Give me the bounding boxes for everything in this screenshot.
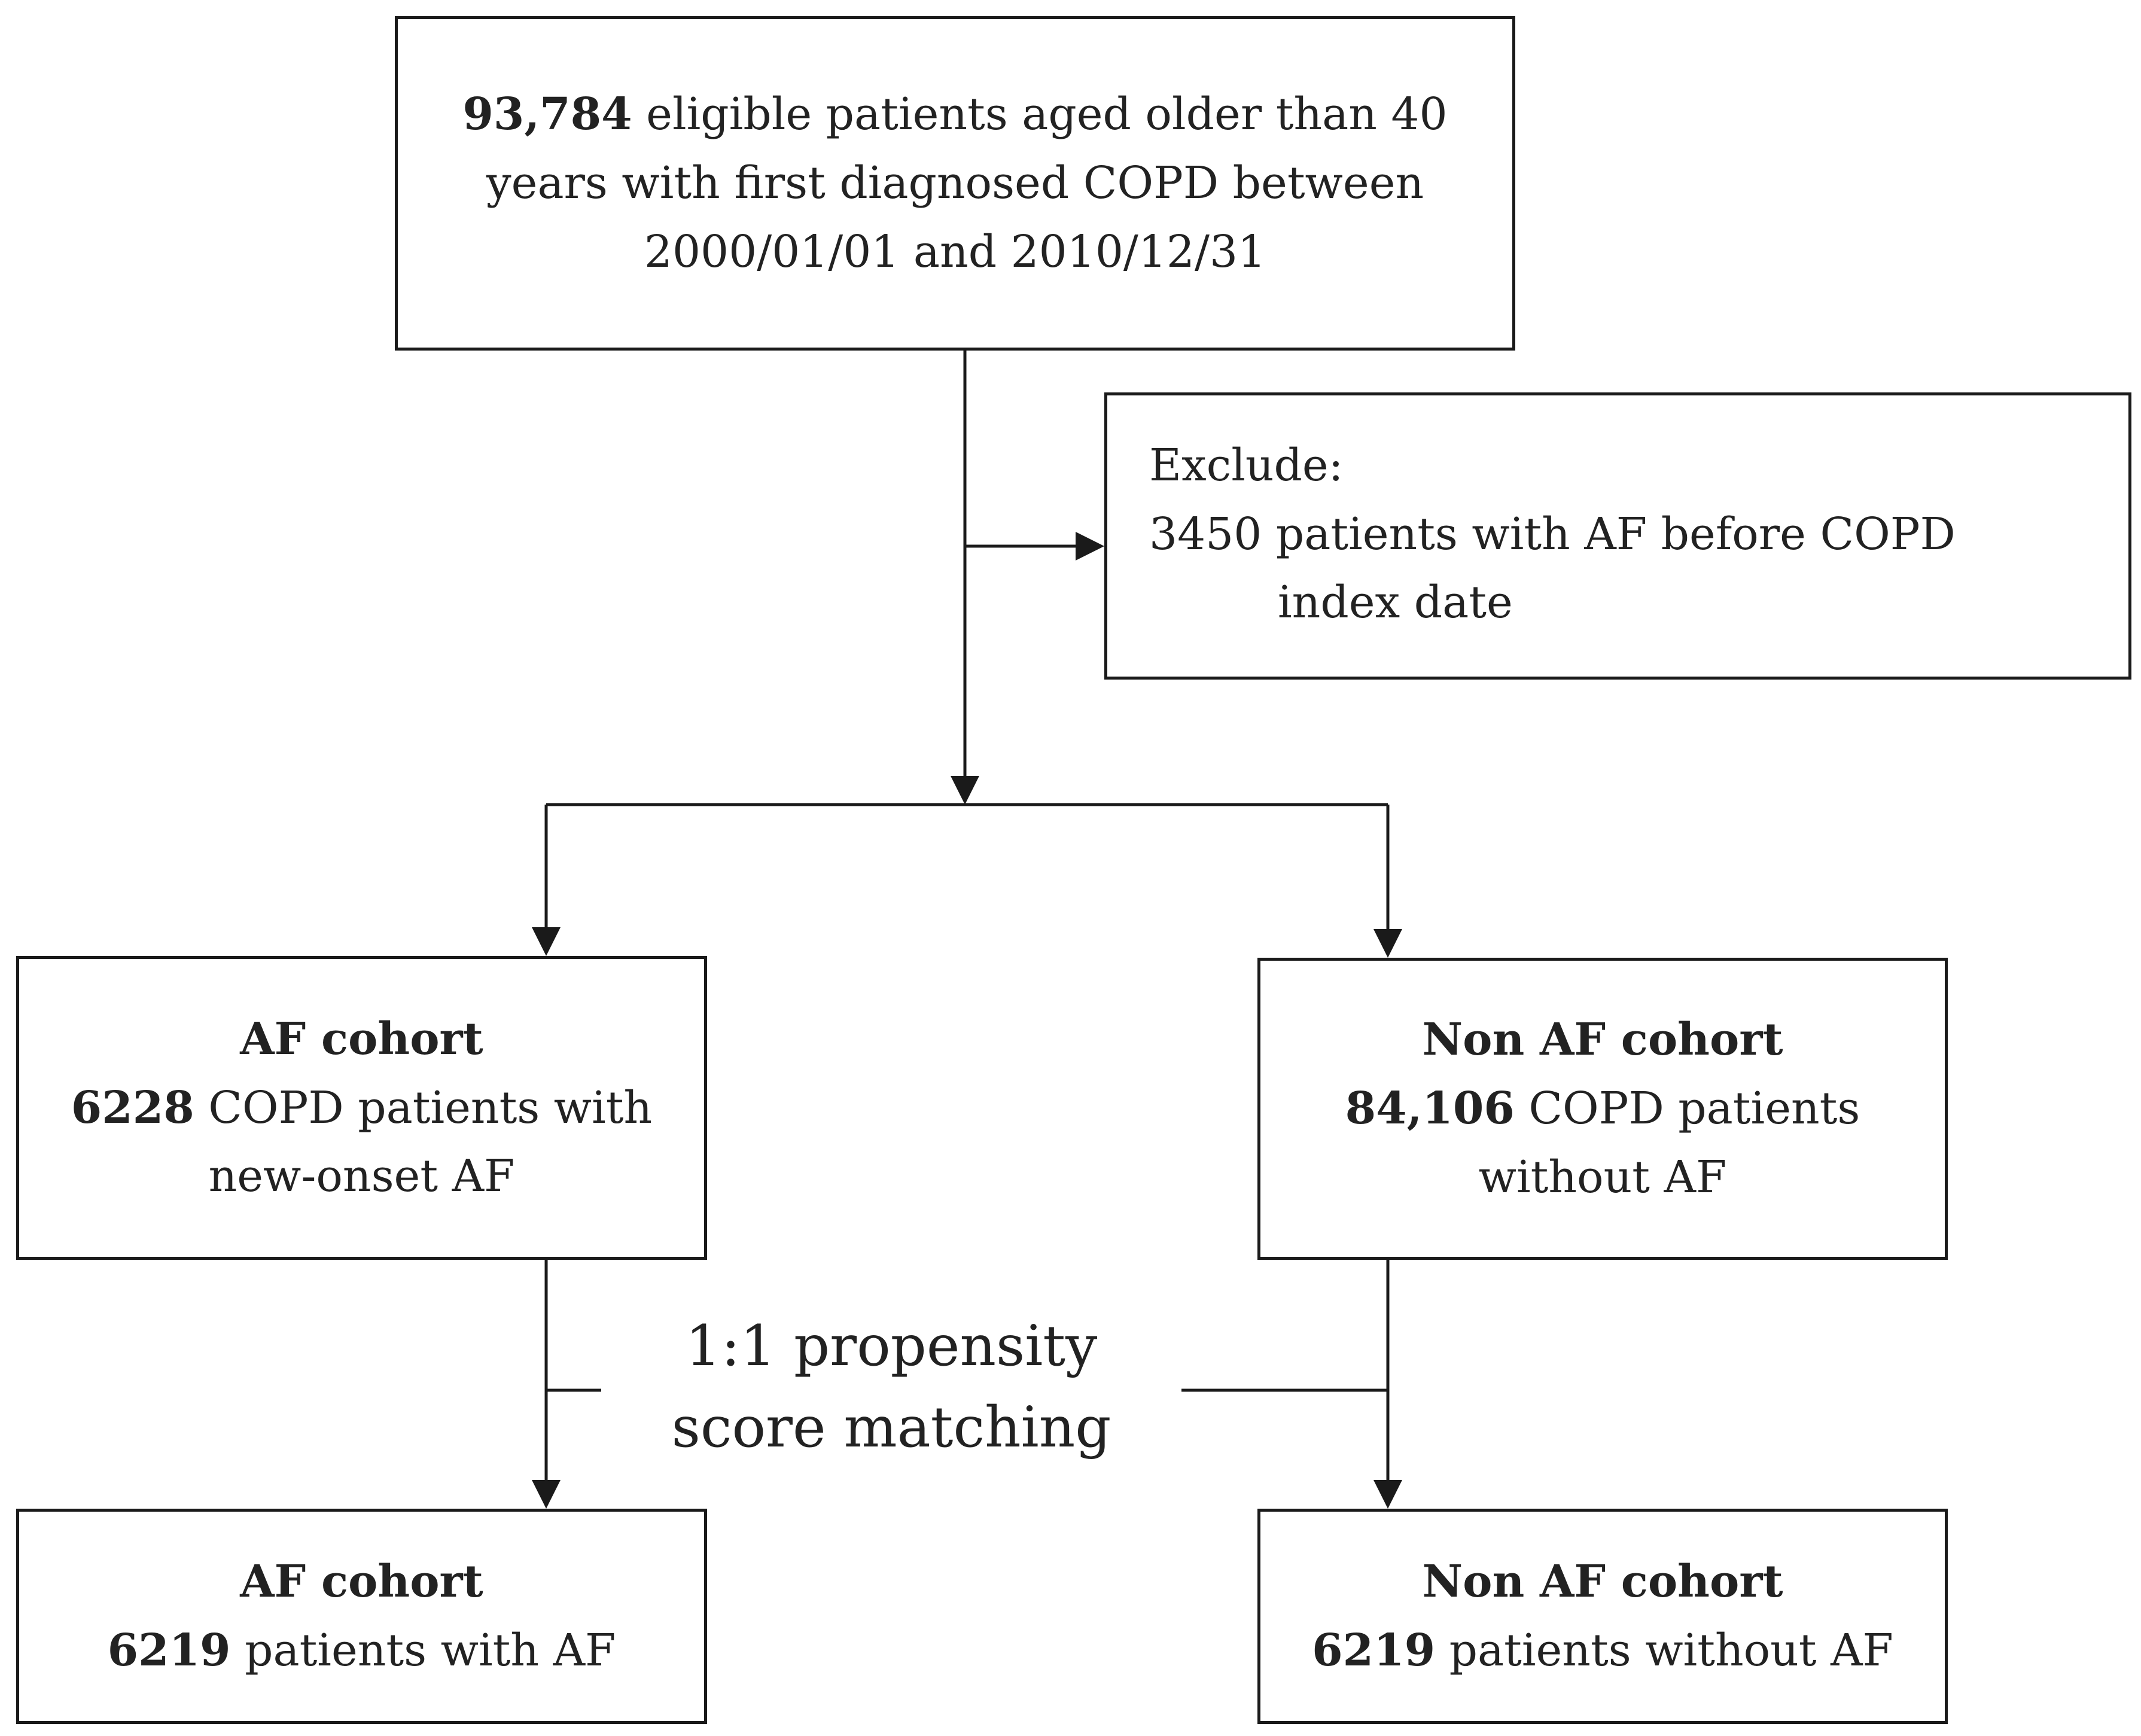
eligible-patients-count: 93,784 <box>462 89 632 141</box>
non-af-cohort-line-1-text: COPD patients <box>1514 1083 1860 1135</box>
af-cohort-line-1: 6228 COPD patients with <box>71 1074 652 1143</box>
af-matched-count: 6219 <box>107 1625 231 1676</box>
matching-label-line-1: 1:1 propensity <box>685 1314 1098 1379</box>
exclusion-heading: Exclude: <box>1149 440 1344 491</box>
eligible-patients-line-2: years with first diagnosed COPD between <box>486 157 1424 209</box>
af-cohort-line-2: new-onset AF <box>208 1150 515 1202</box>
eligible-patients-line-3: 2000/01/01 and 2010/12/31 <box>644 226 1266 278</box>
eligible-patients-line-1: 93,784 eligible patients aged older than… <box>462 80 1447 149</box>
non-af-cohort-line-1: 84,106 COPD patients <box>1345 1074 1860 1143</box>
af-cohort-count: 6228 <box>71 1082 194 1134</box>
right-match-arrowhead <box>1373 1480 1402 1509</box>
non-af-matched-line-1: 6219 patients without AF <box>1312 1616 1893 1685</box>
exclusion-line-1: 3450 patients with AF before COPD <box>1149 508 1956 560</box>
eligible-patients-box: 93,784 eligible patients aged older than… <box>395 16 1515 351</box>
matching-label-line-2: score matching <box>671 1395 1111 1461</box>
exclude-arrowhead <box>1076 532 1104 561</box>
af-cohort-title: AF cohort <box>240 1013 483 1065</box>
trunk-arrowhead <box>951 776 979 805</box>
matching-label: 1:1 propensity score matching <box>601 1306 1181 1469</box>
af-matched-line-1: 6219 patients with AF <box>108 1616 616 1685</box>
af-matched-box: AF cohort 6219 patients with AF <box>16 1509 707 1724</box>
non-af-matched-title: Non AF cohort <box>1422 1556 1783 1608</box>
non-af-cohort-count: 84,106 <box>1345 1083 1515 1135</box>
left-drop-arrowhead <box>532 927 561 956</box>
eligible-patients-line-1-text: eligible patients aged older than 40 <box>632 89 1448 141</box>
right-drop-arrowhead <box>1373 929 1402 958</box>
af-matched-title: AF cohort <box>240 1556 483 1608</box>
non-af-cohort-line-2: without AF <box>1478 1151 1727 1203</box>
non-af-matched-box: Non AF cohort 6219 patients without AF <box>1257 1509 1948 1724</box>
af-cohort-box: AF cohort 6228 COPD patients with new-on… <box>16 956 707 1260</box>
af-cohort-line-1-text: COPD patients with <box>194 1082 653 1134</box>
left-match-arrowhead <box>532 1480 561 1509</box>
non-af-matched-count: 6219 <box>1312 1625 1436 1676</box>
exclusion-box: Exclude: 3450 patients with AF before CO… <box>1104 392 2131 680</box>
non-af-cohort-box: Non AF cohort 84,106 COPD patients witho… <box>1257 958 1948 1260</box>
non-af-matched-line-1-text: patients without AF <box>1435 1625 1893 1676</box>
exclusion-line-2: index date <box>1278 577 1513 629</box>
af-matched-line-1-text: patients with AF <box>230 1625 616 1676</box>
non-af-cohort-title: Non AF cohort <box>1422 1014 1783 1066</box>
